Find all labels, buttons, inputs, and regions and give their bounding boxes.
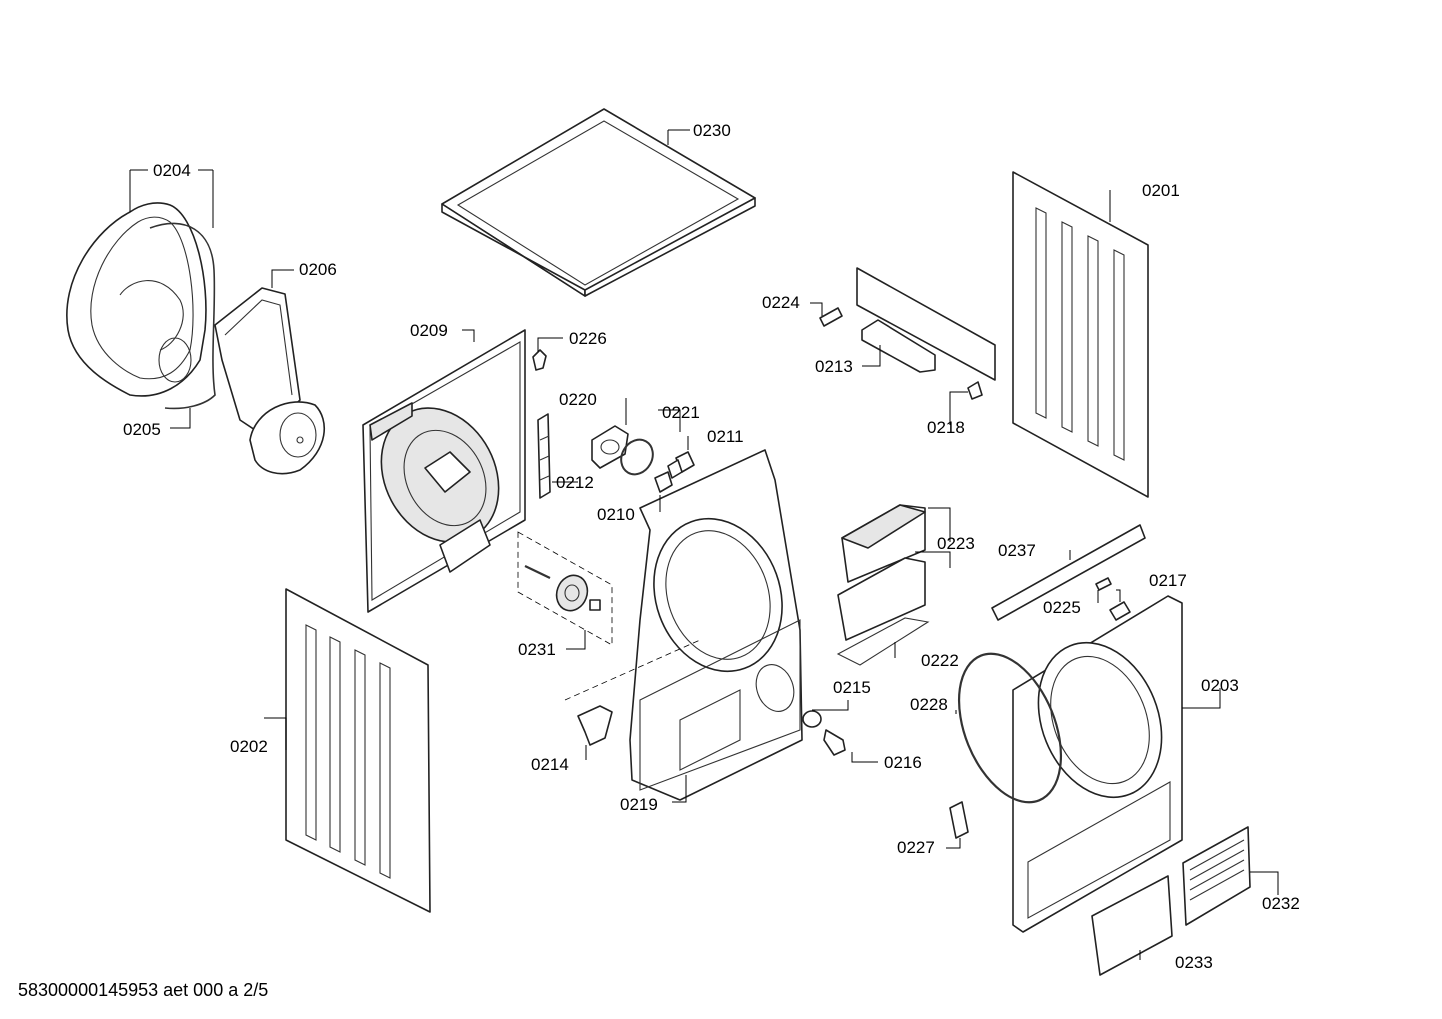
callout-0227: 0227 xyxy=(897,838,935,857)
callout-0214: 0214 xyxy=(531,755,569,774)
callout-0215: 0215 xyxy=(833,678,871,697)
document-reference: 58300000145953 aet 000 a 2/5 xyxy=(18,980,269,1000)
part-0230-top-cover[interactable] xyxy=(441,108,756,297)
callout-0222: 0222 xyxy=(921,651,959,670)
part-0212-bracket[interactable] xyxy=(537,413,551,499)
part-0215-knob[interactable] xyxy=(802,710,822,728)
callout-0226: 0226 xyxy=(569,329,607,348)
callout-0233: 0233 xyxy=(1175,953,1213,972)
part-0214-latch[interactable] xyxy=(577,705,613,746)
part-0219-front-bearing-shield[interactable] xyxy=(629,449,803,801)
callout-0218: 0218 xyxy=(927,418,965,437)
callout-0237: 0237 xyxy=(998,541,1036,560)
part-0209-rear-wall[interactable] xyxy=(359,329,526,613)
callout-0201: 0201 xyxy=(1142,181,1180,200)
callout-0216: 0216 xyxy=(884,753,922,772)
assembly-dashed-line xyxy=(564,639,701,701)
callout-0211: 0211 xyxy=(707,427,744,446)
part-0216-connector[interactable] xyxy=(823,729,846,756)
callout-0210: 0210 xyxy=(597,505,635,524)
callout-0212: 0212 xyxy=(556,473,594,492)
part-0204-rear-ring[interactable] xyxy=(66,202,207,397)
callout-0217: 0217 xyxy=(1149,571,1187,590)
part-0224-catch[interactable] xyxy=(819,307,843,327)
part-0203-front-panel[interactable] xyxy=(1012,595,1184,933)
part-0226-clip[interactable] xyxy=(532,349,547,371)
callout-0205: 0205 xyxy=(123,420,161,439)
callout-0231: 0231 xyxy=(518,640,556,659)
callout-0224: 0224 xyxy=(762,293,800,312)
callout-0206: 0206 xyxy=(299,260,337,279)
part-0228-door-seal[interactable] xyxy=(939,639,1081,817)
part-0237-rail[interactable] xyxy=(991,524,1146,621)
callout-0204: 0204 xyxy=(153,161,191,180)
callout-0202: 0202 xyxy=(230,737,268,756)
part-0213-control-bracket[interactable] xyxy=(856,267,996,381)
callout-0203: 0203 xyxy=(1201,676,1239,695)
callout-0213: 0213 xyxy=(815,357,853,376)
part-0222-filter-bottom[interactable] xyxy=(836,557,930,666)
part-0217-clip[interactable] xyxy=(1109,601,1131,621)
part-0211-sensor[interactable] xyxy=(667,451,695,479)
part-0223-filter-top[interactable] xyxy=(841,504,926,583)
callout-0225: 0225 xyxy=(1043,598,1081,617)
callout-0220: 0220 xyxy=(559,390,597,409)
callout-0232: 0232 xyxy=(1262,894,1300,913)
part-0205-seal[interactable] xyxy=(149,222,216,410)
part-0218-bracket[interactable] xyxy=(967,381,983,400)
part-0210-connector[interactable] xyxy=(654,471,673,493)
part-0231-axle-kit[interactable] xyxy=(517,531,613,646)
callout-0209: 0209 xyxy=(410,321,448,340)
part-0201-side-panel-right[interactable] xyxy=(1012,171,1149,498)
callout-0221: 0221 xyxy=(662,403,700,422)
part-0233-plate[interactable] xyxy=(1091,875,1173,976)
part-0225-clip[interactable] xyxy=(1095,577,1112,591)
callout-labels: 0230 0204 0206 0205 0209 0226 0220 0221 … xyxy=(123,121,1300,972)
leader-lines xyxy=(129,129,1279,960)
part-0232-grille[interactable] xyxy=(1182,826,1251,926)
callout-0228: 0228 xyxy=(910,695,948,714)
callout-0230: 0230 xyxy=(693,121,731,140)
part-0221-o-ring[interactable] xyxy=(615,434,659,480)
part-0227-tag[interactable] xyxy=(949,801,969,839)
callout-0219: 0219 xyxy=(620,795,658,814)
part-0206-fan-housing[interactable] xyxy=(214,287,326,475)
part-0202-side-panel-left[interactable] xyxy=(285,588,431,913)
callout-0223: 0223 xyxy=(937,534,975,553)
part-0220-motor-mount[interactable] xyxy=(591,425,629,469)
